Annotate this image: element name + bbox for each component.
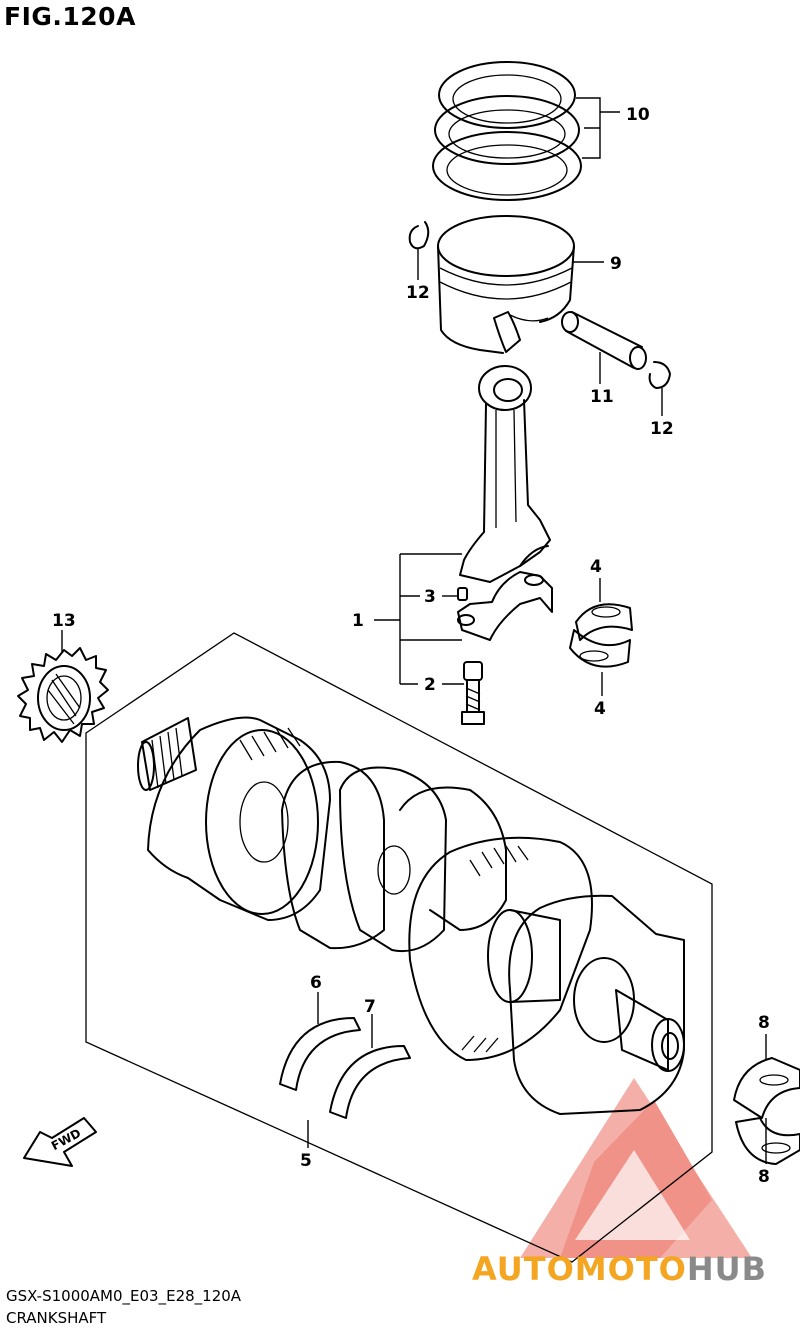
watermark-text: AUTOMOTOHUB — [472, 1250, 767, 1288]
crankshaft-assembly-frame — [85, 632, 713, 1263]
rod-bearing-lower — [569, 629, 631, 668]
callout-12-lower: 12 — [650, 419, 674, 439]
callout-7: 7 — [364, 997, 376, 1017]
watermark-text-primary: AUTOMOTO — [472, 1250, 687, 1288]
main-bearing — [733, 1057, 800, 1165]
callout-1: 1 — [352, 611, 364, 631]
thrust-bearing-6 — [279, 1017, 361, 1091]
callout-2: 2 — [424, 675, 436, 695]
thrust-bearing-7 — [329, 1045, 411, 1119]
piston-pin — [561, 311, 647, 370]
piston-rings — [432, 61, 582, 201]
callout-4-upper: 4 — [590, 557, 602, 577]
callout-9: 9 — [610, 254, 622, 274]
callout-8-upper: 8 — [758, 1013, 770, 1033]
callout-8-lower: 8 — [758, 1167, 770, 1187]
callout-13: 13 — [52, 611, 76, 631]
circlip-upper — [408, 221, 430, 250]
callout-numbers: 10 9 12 11 12 4 3 1 2 4 13 6 7 5 8 8 — [52, 105, 770, 1187]
circlip-lower — [648, 361, 671, 389]
callout-12-upper: 12 — [406, 283, 430, 303]
connecting-rod — [457, 365, 553, 641]
rod-bearing-upper — [575, 603, 633, 641]
primary-drive-gear — [17, 647, 109, 743]
watermark-text-secondary: HUB — [687, 1250, 767, 1288]
figure-name: CRANKSHAFT — [6, 1309, 107, 1327]
callout-4-lower: 4 — [594, 699, 606, 719]
callout-11: 11 — [590, 387, 614, 407]
callout-6: 6 — [310, 973, 322, 993]
callout-10: 10 — [626, 105, 650, 125]
piston — [437, 215, 575, 354]
figure-title: FIG.120A — [4, 2, 136, 31]
watermark-logo — [520, 1078, 752, 1258]
callout-5: 5 — [300, 1151, 312, 1171]
figure-code: GSX-S1000AM0_E03_E28_120A — [6, 1287, 242, 1305]
fwd-direction-badge: FWD — [23, 1117, 97, 1167]
leader-lines — [61, 97, 767, 1164]
crankshaft — [137, 716, 685, 1115]
rod-bolt — [461, 661, 485, 725]
callout-3: 3 — [424, 587, 436, 607]
